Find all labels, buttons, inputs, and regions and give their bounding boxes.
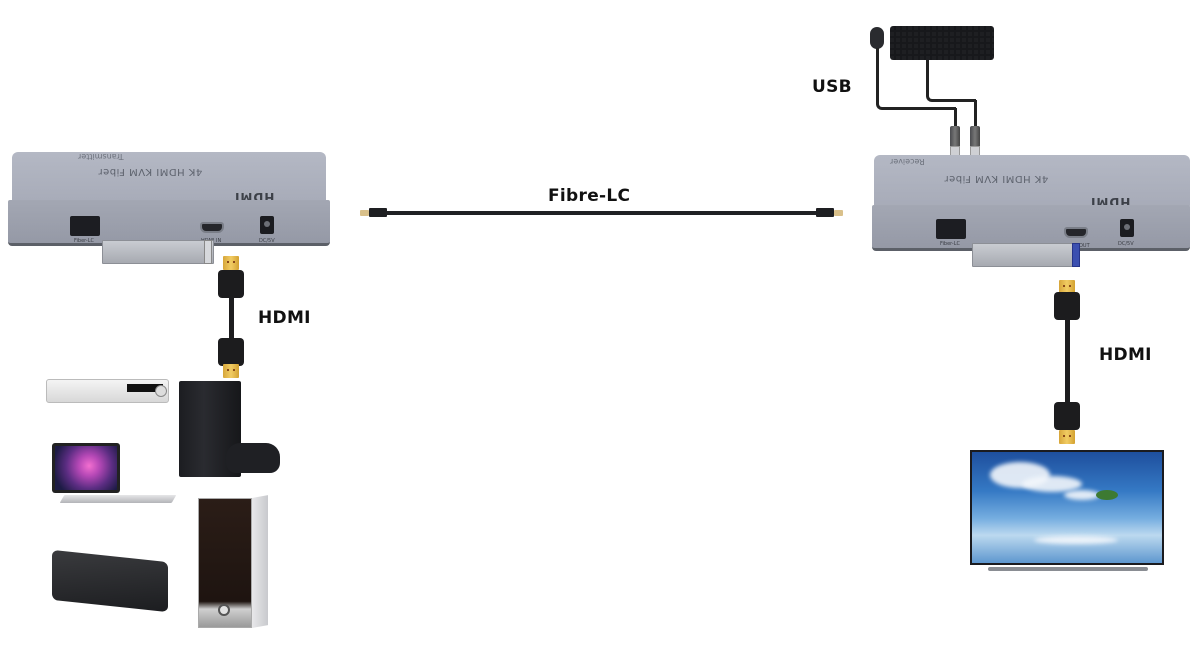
tv-beach <box>1034 536 1118 544</box>
fibre-lc-label: Fibre-LC <box>548 186 631 206</box>
hdmi-connector-bottom-left <box>218 338 244 366</box>
pc-power-button <box>218 604 230 616</box>
usb-plug-keyboard <box>970 126 980 148</box>
tv-stand <box>988 567 1148 571</box>
transmitter-dc-port-label: DC/5V <box>259 238 275 244</box>
tv-palm-tree <box>1096 490 1118 500</box>
laptop-screen <box>55 446 117 490</box>
hdmi-plug-top-right <box>1059 280 1075 294</box>
transmitter-role-label: Transmitter <box>78 152 124 161</box>
receiver-product-name: 4K HDMI KVM Fiber <box>944 173 1049 184</box>
usb-cable-keyboard <box>926 60 976 102</box>
receiver-sfp-latch <box>1072 243 1080 267</box>
receiver-unit: Receiver 4K HDMI KVM Fiber HDMI Fiber-LC… <box>872 155 1190 255</box>
tv-screen <box>972 452 1162 563</box>
receiver-fiber-port <box>936 219 966 239</box>
hdmi-label-left: HDMI <box>258 308 311 328</box>
lc-connector-left <box>369 208 387 217</box>
transmitter-fiber-port <box>70 216 100 236</box>
hdmi-label-right: HDMI <box>1099 345 1152 365</box>
hdmi-connector-bottom-right <box>1054 402 1080 430</box>
transmitter-sfp-module <box>102 240 214 264</box>
transmitter-dc-port <box>260 216 274 234</box>
transmitter-sfp-latch <box>204 240 212 264</box>
receiver-sfp-module <box>972 243 1080 267</box>
tv-cloud <box>1064 490 1100 500</box>
game-controller <box>226 443 280 473</box>
laptop-keyboard-deck <box>59 495 177 503</box>
receiver-fiber-port-label: Fiber-LC <box>940 241 960 247</box>
receiver-top <box>874 155 1190 207</box>
receiver-dc-port <box>1120 219 1134 237</box>
receiver-hdmi-port <box>1064 227 1088 238</box>
usb-cable-mouse-drop <box>954 108 957 128</box>
hdmi-plug-top-left <box>223 256 239 270</box>
hdmi-connector-top-left <box>218 270 244 298</box>
tv-cloud <box>1022 476 1082 492</box>
fibre-cable <box>386 211 818 215</box>
usb-cable-mouse <box>876 48 956 110</box>
pc-side <box>252 495 268 628</box>
lc-connector-tip-left <box>360 210 369 216</box>
hdmi-plug-bottom-left <box>223 364 239 378</box>
desktop-pc <box>198 495 270 628</box>
receiver-role-label: Receiver <box>890 157 925 166</box>
transmitter-top <box>12 152 326 204</box>
transmitter-hdmi-port <box>200 222 224 233</box>
transmitter-product-name: 4K HDMI KVM Fiber <box>98 166 203 177</box>
transmitter-fiber-port-label: Fiber-LC <box>74 238 94 244</box>
lc-connector-right <box>816 208 834 217</box>
usb-cable-keyboard-drop <box>974 100 977 128</box>
tv-display <box>970 450 1164 565</box>
hdmi-plug-bottom-right <box>1059 430 1075 444</box>
usb-label: USB <box>812 77 852 97</box>
set-top-box <box>52 549 168 613</box>
mouse <box>870 27 884 49</box>
laptop <box>52 443 120 493</box>
dvd-player <box>46 379 169 403</box>
transmitter-unit: Transmitter 4K HDMI KVM Fiber HDMI Fiber… <box>8 152 330 250</box>
lc-connector-tip-right <box>834 210 843 216</box>
hdmi-cable-left <box>229 296 234 340</box>
dvd-knob <box>155 385 167 397</box>
hdmi-cable-right <box>1065 318 1070 404</box>
keyboard <box>890 26 994 60</box>
dvd-display <box>127 384 163 392</box>
usb-plug-mouse <box>950 126 960 148</box>
hdmi-connector-top-right <box>1054 292 1080 320</box>
receiver-dc-port-label: DC/5V <box>1118 241 1134 247</box>
